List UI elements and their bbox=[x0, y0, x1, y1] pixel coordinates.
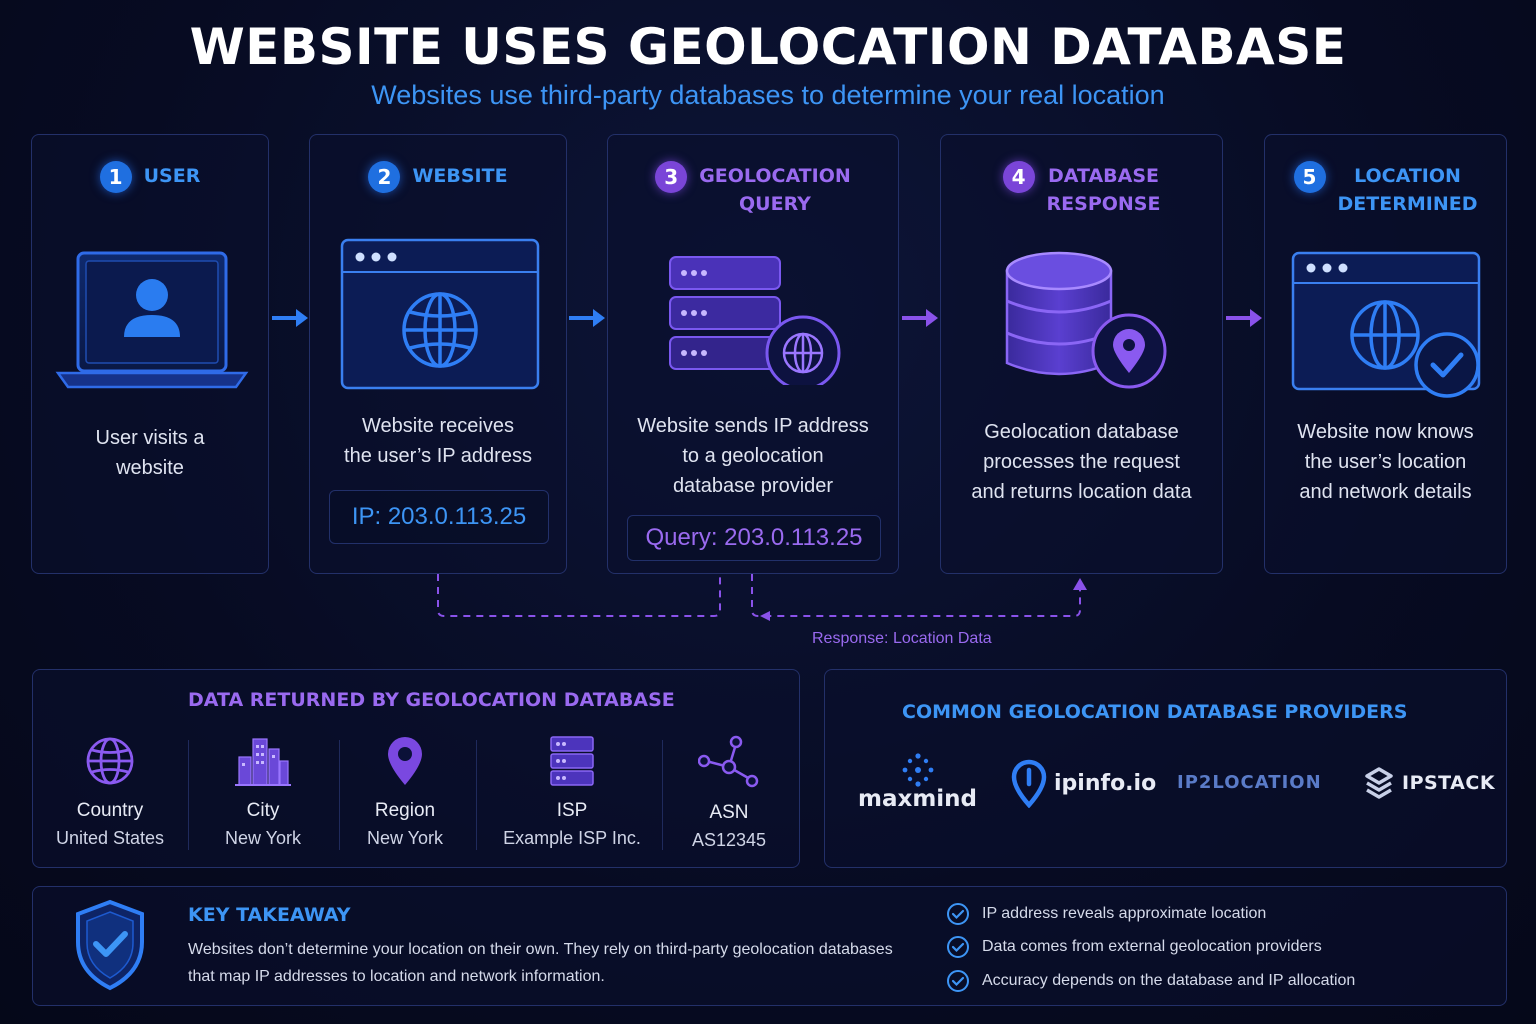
provider-name: IPSTACK bbox=[1402, 772, 1496, 794]
key-takeaway-panel bbox=[32, 886, 1507, 1006]
check-circle-icon bbox=[947, 936, 969, 958]
takeaway-title: KEY TAKEAWAY bbox=[188, 904, 351, 926]
ip2location-logo: IP2LOCATION bbox=[1177, 772, 1322, 793]
step-number: 4 bbox=[1002, 161, 1035, 193]
check-item: Data comes from external geolocation pro… bbox=[946, 935, 1322, 959]
flow-arrow bbox=[1226, 309, 1262, 327]
data-value: AS12345 bbox=[691, 830, 767, 850]
data-value: New York bbox=[224, 828, 302, 848]
data-label: Region bbox=[374, 800, 436, 821]
providers-title: COMMON GEOLOCATION DATABASE PROVIDERS bbox=[902, 701, 1408, 723]
data-value: United States bbox=[55, 828, 165, 848]
flow-arrow bbox=[569, 309, 605, 327]
data-item-isp: ISP Example ISP Inc. bbox=[492, 735, 652, 849]
step-number: 1 bbox=[99, 161, 132, 193]
step-number: 3 bbox=[655, 161, 688, 193]
network-nodes-icon bbox=[697, 735, 759, 788]
step-number: 2 bbox=[368, 161, 401, 193]
provider-ipinfo: ipinfo.io bbox=[1010, 758, 1156, 808]
provider-ip2location: IP2LOCATION bbox=[1177, 772, 1322, 793]
data-label: Country bbox=[76, 800, 144, 821]
step-label: WEBSITE bbox=[412, 165, 508, 187]
data-label: ISP bbox=[556, 800, 588, 821]
divider bbox=[339, 740, 340, 850]
divider bbox=[476, 740, 477, 850]
data-item-asn: ASN AS12345 bbox=[672, 735, 786, 851]
ip-address-box: IP: 203.0.113.25 bbox=[329, 490, 549, 544]
data-item-city: City New York bbox=[200, 735, 326, 849]
maxmind-logo bbox=[902, 753, 933, 787]
data-returned-title: DATA RETURNED BY GEOLOCATION DATABASE bbox=[188, 689, 675, 711]
browser-check-icon bbox=[1291, 251, 1481, 398]
check-item: IP address reveals approximate location bbox=[946, 902, 1266, 926]
laptop-user-icon bbox=[55, 251, 249, 389]
check-circle-icon bbox=[947, 970, 969, 992]
divider bbox=[662, 740, 663, 850]
data-label: City bbox=[246, 800, 280, 821]
response-flow-connector bbox=[437, 574, 1087, 621]
browser-globe-icon bbox=[340, 238, 540, 390]
data-label: ASN bbox=[709, 802, 749, 823]
database-pin-icon bbox=[1005, 251, 1167, 389]
flow-arrow bbox=[272, 309, 308, 327]
provider-ipstack: IPSTACK bbox=[1364, 766, 1495, 800]
map-pin-icon bbox=[388, 737, 422, 785]
divider bbox=[188, 740, 189, 850]
check-circle-icon bbox=[947, 903, 969, 925]
response-label: Response: Location Data bbox=[812, 630, 992, 647]
globe-icon bbox=[86, 737, 134, 785]
providers-panel bbox=[824, 669, 1507, 868]
query-box: Query: 203.0.113.25 bbox=[627, 515, 881, 561]
provider-name: ipinfo.io bbox=[1054, 770, 1157, 796]
takeaway-text: Websites don’t determine your location o… bbox=[188, 941, 893, 985]
step-label: USER bbox=[143, 165, 201, 187]
provider-maxmind: maxmind bbox=[858, 752, 977, 812]
step-number: 5 bbox=[1293, 161, 1326, 193]
server-globe-icon bbox=[669, 256, 841, 385]
flow-arrow bbox=[902, 309, 938, 327]
data-value: New York bbox=[366, 828, 444, 848]
data-value: Example ISP Inc. bbox=[503, 828, 641, 848]
ipstack-logo bbox=[1365, 767, 1393, 799]
check-item: Accuracy depends on the database and IP … bbox=[946, 969, 1355, 993]
city-buildings-icon bbox=[235, 738, 291, 786]
data-item-country: Country United States bbox=[40, 735, 180, 849]
provider-name: maxmind bbox=[858, 786, 978, 812]
ipinfo-logo bbox=[1011, 759, 1047, 808]
server-stack-icon bbox=[550, 736, 594, 786]
data-item-region: Region New York bbox=[350, 735, 460, 849]
page-subtitle: Websites use third-party databases to de… bbox=[371, 80, 1165, 110]
shield-check-icon bbox=[76, 899, 144, 991]
page-title: WEBSITE USES GEOLOCATION DATABASE bbox=[189, 18, 1347, 76]
